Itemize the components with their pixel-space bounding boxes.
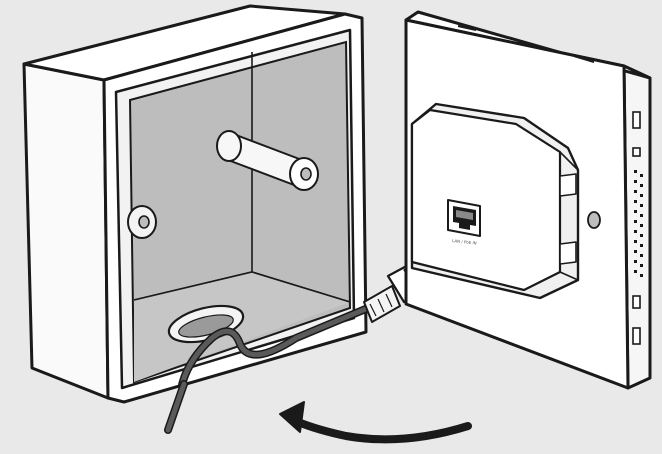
insertion-arrow (279, 401, 472, 444)
mounting-screw-post (216, 130, 319, 191)
side-screw-hole (127, 205, 157, 239)
panel-screw-slot (587, 211, 601, 229)
wall-back-box (22, 4, 368, 404)
ethernet-cable (164, 304, 372, 434)
ethernet-port: LAN / PoE IN (447, 199, 481, 246)
wall-plate-access-point (404, 10, 652, 390)
port-label: LAN / PoE IN (452, 238, 477, 246)
vent-holes (634, 170, 643, 277)
